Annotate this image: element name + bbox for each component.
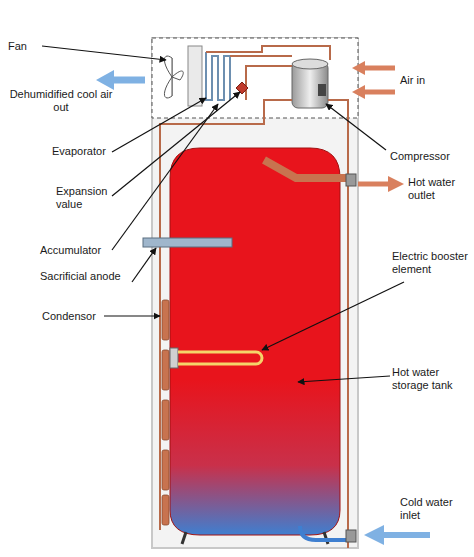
storage-tank (170, 148, 340, 535)
air-out-arrow (112, 77, 145, 84)
outlet-pipe (264, 160, 348, 178)
outlet-fitting (346, 174, 356, 186)
sacrificial-anode (143, 238, 232, 247)
top-compartment (152, 38, 358, 118)
part-label: Fan (8, 40, 42, 53)
part-label: Sacrificial anode (40, 270, 130, 283)
compressor (292, 59, 328, 108)
evaporator-fins (188, 46, 202, 106)
part-label: Expansion value (56, 185, 112, 211)
part-label: Hot water storage tank (392, 366, 470, 392)
hot-water-arrow (358, 182, 390, 187)
expansion-valve (236, 82, 248, 94)
part-label: Hot water outlet (408, 176, 468, 202)
air-in-arrow (362, 90, 395, 95)
cabinet (152, 38, 358, 548)
part-label: Air in (400, 74, 460, 87)
cold-water-arrow-head (364, 525, 384, 545)
air-in-arrow (362, 66, 395, 71)
air-in-arrow-head (352, 61, 365, 75)
air-in-arrow-head (352, 85, 365, 99)
part-label: Dehumidified cool air out (2, 88, 120, 114)
part-label: Accumulator (40, 244, 112, 257)
fan (164, 56, 183, 98)
cold-water-arrow (382, 532, 430, 538)
condenser-coil (162, 300, 169, 525)
part-label: Cold water inlet (400, 496, 466, 522)
part-label: Condensor (42, 310, 104, 323)
inlet-fitting (346, 530, 356, 542)
hot-water-arrow-head (388, 176, 404, 192)
air-out-arrow-head (96, 70, 114, 90)
inlet-pipe (300, 526, 348, 540)
part-label: Evaporator (52, 145, 112, 158)
part-label: Compressor (390, 150, 470, 163)
part-label: Electric booster element (392, 250, 470, 276)
evaporator-coil (206, 52, 230, 100)
booster-element (170, 348, 262, 368)
